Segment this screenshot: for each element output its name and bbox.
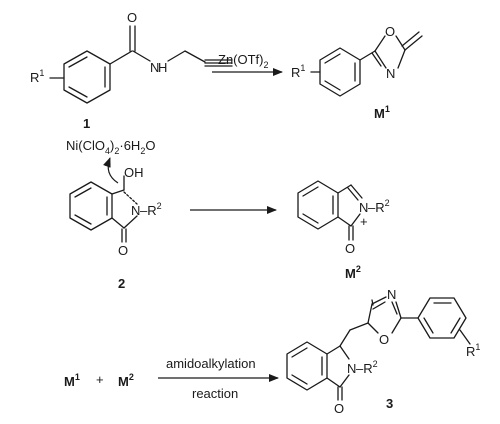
compound-label-2: 2 <box>118 276 125 291</box>
benzene-ring <box>63 50 111 104</box>
oxazole-oxygen: O <box>379 332 389 347</box>
condition-reaction: reaction <box>192 386 238 401</box>
benzene-ring <box>69 181 113 231</box>
ring-nitrogen: N <box>347 361 356 376</box>
catalyst-zn-otf: Zn(OTf)2 <box>218 52 269 70</box>
compound-label-1: 1 <box>83 116 90 131</box>
r2-substituent: –R2 <box>140 201 162 218</box>
ring-nitrogen: N <box>131 203 140 218</box>
r1-substituent: R1 <box>291 63 305 80</box>
reactant-m1: M1 <box>64 372 80 389</box>
benzene-ring <box>286 341 328 391</box>
amide-hydrogen: H <box>158 60 167 75</box>
carbonyl-oxygen: O <box>345 241 355 256</box>
ring-nitrogen: N <box>386 66 395 81</box>
compound-label-m1: M1 <box>374 104 390 121</box>
product-m2-structure: N –R2 + O <box>297 180 390 256</box>
ring-nitrogen: N <box>359 200 368 215</box>
reaction-1: O N H R1 1 Zn(OTf)2 R1 O N <box>30 10 423 131</box>
positive-charge: + <box>360 214 368 229</box>
compound-label-m2: M2 <box>345 264 361 281</box>
r2-substituent: –R2 <box>356 359 378 376</box>
reactant-1-structure: O N H R1 <box>30 10 233 104</box>
compound-label-3: 3 <box>386 396 393 411</box>
curved-arrow <box>103 157 119 184</box>
plus-sign: + <box>96 372 104 387</box>
catalyst-ni-perchlorate: Ni(ClO4)2·6H2O <box>66 138 155 156</box>
condition-amidoalkylation: amidoalkylation <box>166 356 256 371</box>
product-3-structure: N –R2 O N O R1 <box>286 287 480 416</box>
carbonyl-oxygen: O <box>127 10 137 25</box>
reactant-2-structure: OH N –R2 O <box>69 165 162 258</box>
reactant-m2: M2 <box>118 372 134 389</box>
reaction-2: Ni(ClO4)2·6H2O OH N –R2 O 2 <box>66 138 390 291</box>
reaction-3: M1 + M2 amidoalkylation reaction N –R2 O <box>64 287 480 416</box>
r1-substituent: R1 <box>466 342 480 359</box>
benzene-ring <box>297 180 339 230</box>
r2-substituent: –R2 <box>368 198 390 215</box>
aryl-ring <box>417 297 467 339</box>
benzene-ring <box>319 47 361 97</box>
oxazole-nitrogen: N <box>387 287 396 302</box>
ring-oxygen: O <box>385 24 395 39</box>
carbonyl-oxygen: O <box>334 401 344 416</box>
hydroxyl-group: OH <box>124 165 144 180</box>
carbonyl-oxygen: O <box>118 243 128 258</box>
product-m1-structure: R1 O N <box>291 24 423 97</box>
r1-substituent: R1 <box>30 68 44 85</box>
amide-nitrogen: N <box>150 60 159 75</box>
